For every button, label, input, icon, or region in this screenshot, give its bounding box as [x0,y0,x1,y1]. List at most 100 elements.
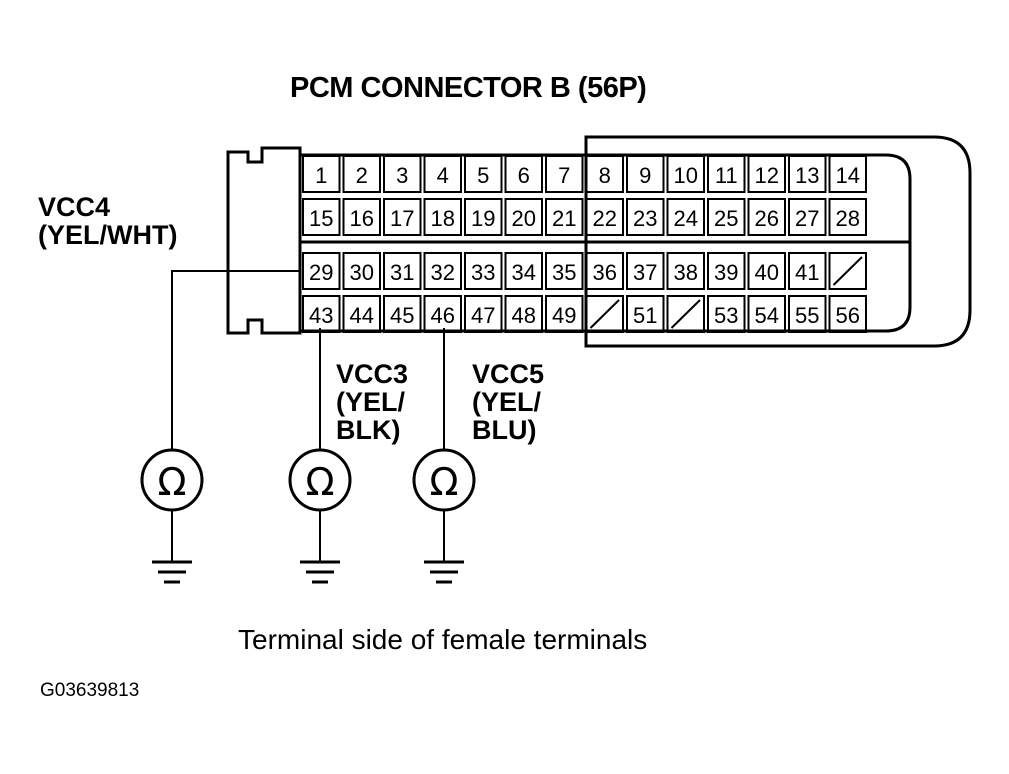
pin-label: 24 [674,206,698,231]
vcc3-label: VCC3 (YEL/ BLK) [336,360,408,444]
pin-cell-51 [626,295,665,333]
pin-label: 46 [431,303,455,328]
pin-label: 31 [390,260,414,285]
pin-cell-56 [828,295,867,333]
pin-label: 25 [714,206,738,231]
pin-cell-1 [302,155,341,193]
pin-cell-23 [626,198,665,236]
pin-label: 16 [350,206,374,231]
pin-cell-45 [383,295,422,333]
pin-label: 26 [755,206,779,231]
pin-label: 29 [309,260,333,285]
ohm-icon: Ω [305,460,334,504]
pin-label: 55 [795,303,819,328]
pin-cell-55 [788,295,827,333]
ohmmeter-vcc3: Ω [288,448,352,512]
pin-label: 38 [674,260,698,285]
pin-cell-empty [828,252,867,290]
ground-vcc4 [152,510,192,584]
pin-label: 23 [633,206,657,231]
pin-label: 33 [471,260,495,285]
pin-label: 9 [639,163,651,188]
pin-cell-12 [747,155,786,193]
unused-pin-slash [670,299,701,329]
pin-cell-2 [342,155,381,193]
pin-label: 30 [350,260,374,285]
pin-label: 22 [593,206,617,231]
unused-pin-slash [589,299,620,329]
pin-label: 44 [350,303,374,328]
pin-cell-13 [788,155,827,193]
pin-label: 53 [714,303,738,328]
pin-label: 12 [755,163,779,188]
pin-label: 34 [512,260,536,285]
pin-cell-11 [707,155,746,193]
pin-cell-empty [666,295,705,333]
pin-label: 8 [599,163,611,188]
connector-title: PCM CONNECTOR B (56P) [290,72,647,104]
pin-label: 43 [309,303,333,328]
pin-cell-16 [342,198,381,236]
pin-label: 49 [552,303,576,328]
pin-label: 48 [512,303,536,328]
pin-cell-30 [342,252,381,290]
vcc5-color-1: (YEL/ [472,387,542,417]
pin-label: 10 [674,163,698,188]
pin-label: 36 [593,260,617,285]
pin-cell-20 [504,198,543,236]
pin-cell-40 [747,252,786,290]
pin-label: 6 [518,163,530,188]
pin-label: 17 [390,206,414,231]
pin-cell-49 [545,295,584,333]
pin-cell-35 [545,252,584,290]
pin-cell-46 [423,295,462,333]
pin-label: 56 [836,303,860,328]
pin-cell-3 [383,155,422,193]
pin-cell-29 [302,252,341,290]
pin-cell-39 [707,252,746,290]
pin-cell-34 [504,252,543,290]
pin-cell-22 [585,198,624,236]
pin-cell-54 [747,295,786,333]
vcc5-color-2: BLU) [472,415,537,445]
pin-label: 7 [558,163,570,188]
pin-label: 19 [471,206,495,231]
pin-cell-8 [585,155,624,193]
pin-cell-48 [504,295,543,333]
pin-label: 5 [477,163,489,188]
vcc4-label: VCC4 (YEL/WHT) [38,193,177,249]
pin-label: 15 [309,206,333,231]
vcc4-wire [171,270,300,450]
ohm-icon: Ω [157,460,186,504]
pin-label: 4 [437,163,449,188]
pin-label: 20 [512,206,536,231]
pin-cell-17 [383,198,422,236]
pin-label: 18 [431,206,455,231]
pin-cell-10 [666,155,705,193]
pin-cell-33 [464,252,503,290]
vcc3-color-2: BLK) [336,415,401,445]
pin-label: 3 [396,163,408,188]
pin-cell-18 [423,198,462,236]
pin-label: 45 [390,303,414,328]
ohmmeter-vcc4: Ω [140,448,204,512]
pin-label: 21 [552,206,576,231]
vcc3-color-1: (YEL/ [336,387,406,417]
pin-cell-47 [464,295,503,333]
pin-label: 51 [633,303,657,328]
pin-cell-21 [545,198,584,236]
pin-cell-14 [828,155,867,193]
pin-label: 41 [795,260,819,285]
pin-cell-28 [828,198,867,236]
pin-label: 14 [836,163,860,188]
pin-label: 40 [755,260,779,285]
vcc4-name: VCC4 [38,192,111,222]
pin-cell-6 [504,155,543,193]
pin-cell-27 [788,198,827,236]
pin-label: 47 [471,303,495,328]
pin-label: 39 [714,260,738,285]
pin-cell-32 [423,252,462,290]
pin-cell-26 [747,198,786,236]
connector-housing-left [226,146,302,335]
